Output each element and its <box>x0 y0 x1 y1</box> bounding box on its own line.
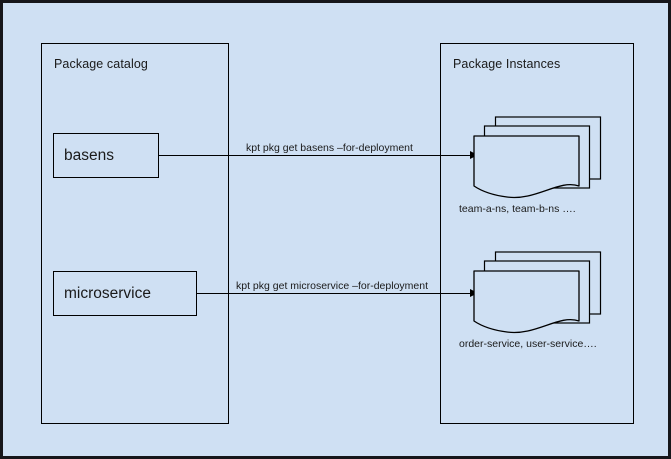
panel-package-instances-title: Package Instances <box>453 57 561 71</box>
document-stack-namespaces[interactable] <box>473 116 608 201</box>
package-box-basens[interactable]: basens <box>53 133 159 178</box>
document-front-sheet <box>473 135 580 199</box>
package-box-microservice-label: microservice <box>64 284 151 302</box>
panel-package-catalog-title: Package catalog <box>54 57 148 71</box>
panel-package-instances <box>440 43 634 424</box>
document-stack-services-caption: order-service, user-service…. <box>459 338 597 350</box>
connector-microservice-line <box>197 293 475 294</box>
connector-microservice-label: kpt pkg get microservice –for-deployment <box>236 280 428 292</box>
package-box-basens-label: basens <box>64 146 114 164</box>
connector-basens-label: kpt pkg get basens –for-deployment <box>246 142 413 154</box>
document-stack-services[interactable] <box>473 251 608 336</box>
panel-package-catalog <box>41 43 229 424</box>
document-stack-namespaces-caption: team-a-ns, team-b-ns …. <box>459 203 576 215</box>
document-front-sheet <box>473 270 580 334</box>
connector-basens-line <box>159 155 475 156</box>
package-box-microservice[interactable]: microservice <box>53 271 197 316</box>
